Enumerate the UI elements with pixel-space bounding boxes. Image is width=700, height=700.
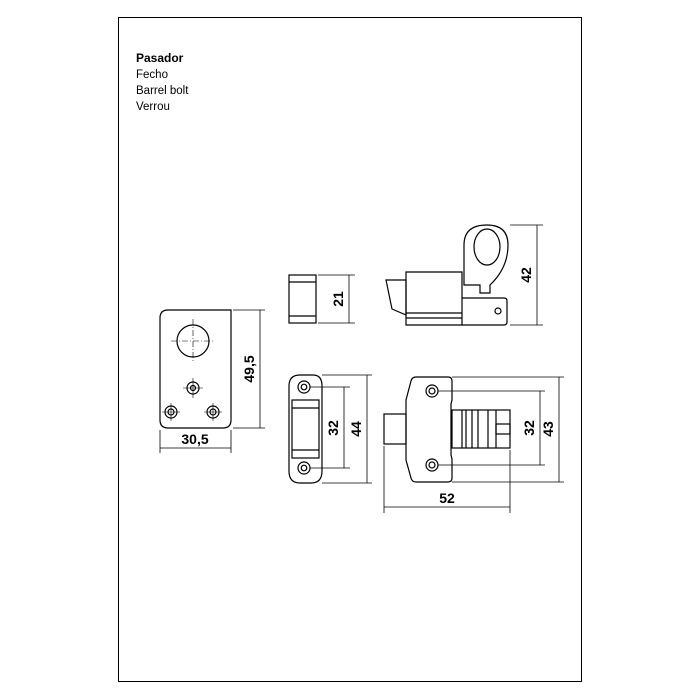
bolt-front-dimension-lines	[383, 376, 564, 513]
title-line-3: Verrou	[136, 101, 170, 113]
drawing-sheet	[118, 17, 582, 682]
dimension-keeper-holes: 32	[325, 420, 341, 436]
dimension-keeper-length: 44	[348, 421, 364, 437]
bolt-side-dimension-lines	[510, 224, 543, 326]
dimension-bolt-holes: 32	[521, 420, 537, 436]
dimension-bracket-height: 49,5	[241, 355, 257, 382]
dimension-bracket-width: 30,5	[181, 431, 208, 447]
bracket-plate	[159, 309, 232, 429]
bolt-front-view	[383, 376, 511, 483]
keeper-side-dimension-lines	[318, 274, 355, 324]
title-line-1: Fecho	[136, 69, 168, 81]
keeper-side-view	[288, 274, 317, 324]
dimension-bolt-side-height: 42	[518, 267, 534, 283]
title-main: Pasador	[136, 51, 184, 65]
keeper-front-dimension-lines	[310, 374, 372, 484]
bracket-dimension-lines	[159, 309, 265, 453]
dimension-bolt-length: 52	[439, 490, 455, 506]
keeper-front-view	[288, 374, 323, 484]
dimension-bolt-body: 43	[540, 421, 556, 437]
title-line-2: Barrel bolt	[136, 85, 189, 97]
dimension-keeper-height: 21	[330, 291, 346, 307]
title-block: Pasador Fecho Barrel bolt Verrou	[136, 50, 188, 115]
bolt-side-view	[385, 224, 509, 326]
